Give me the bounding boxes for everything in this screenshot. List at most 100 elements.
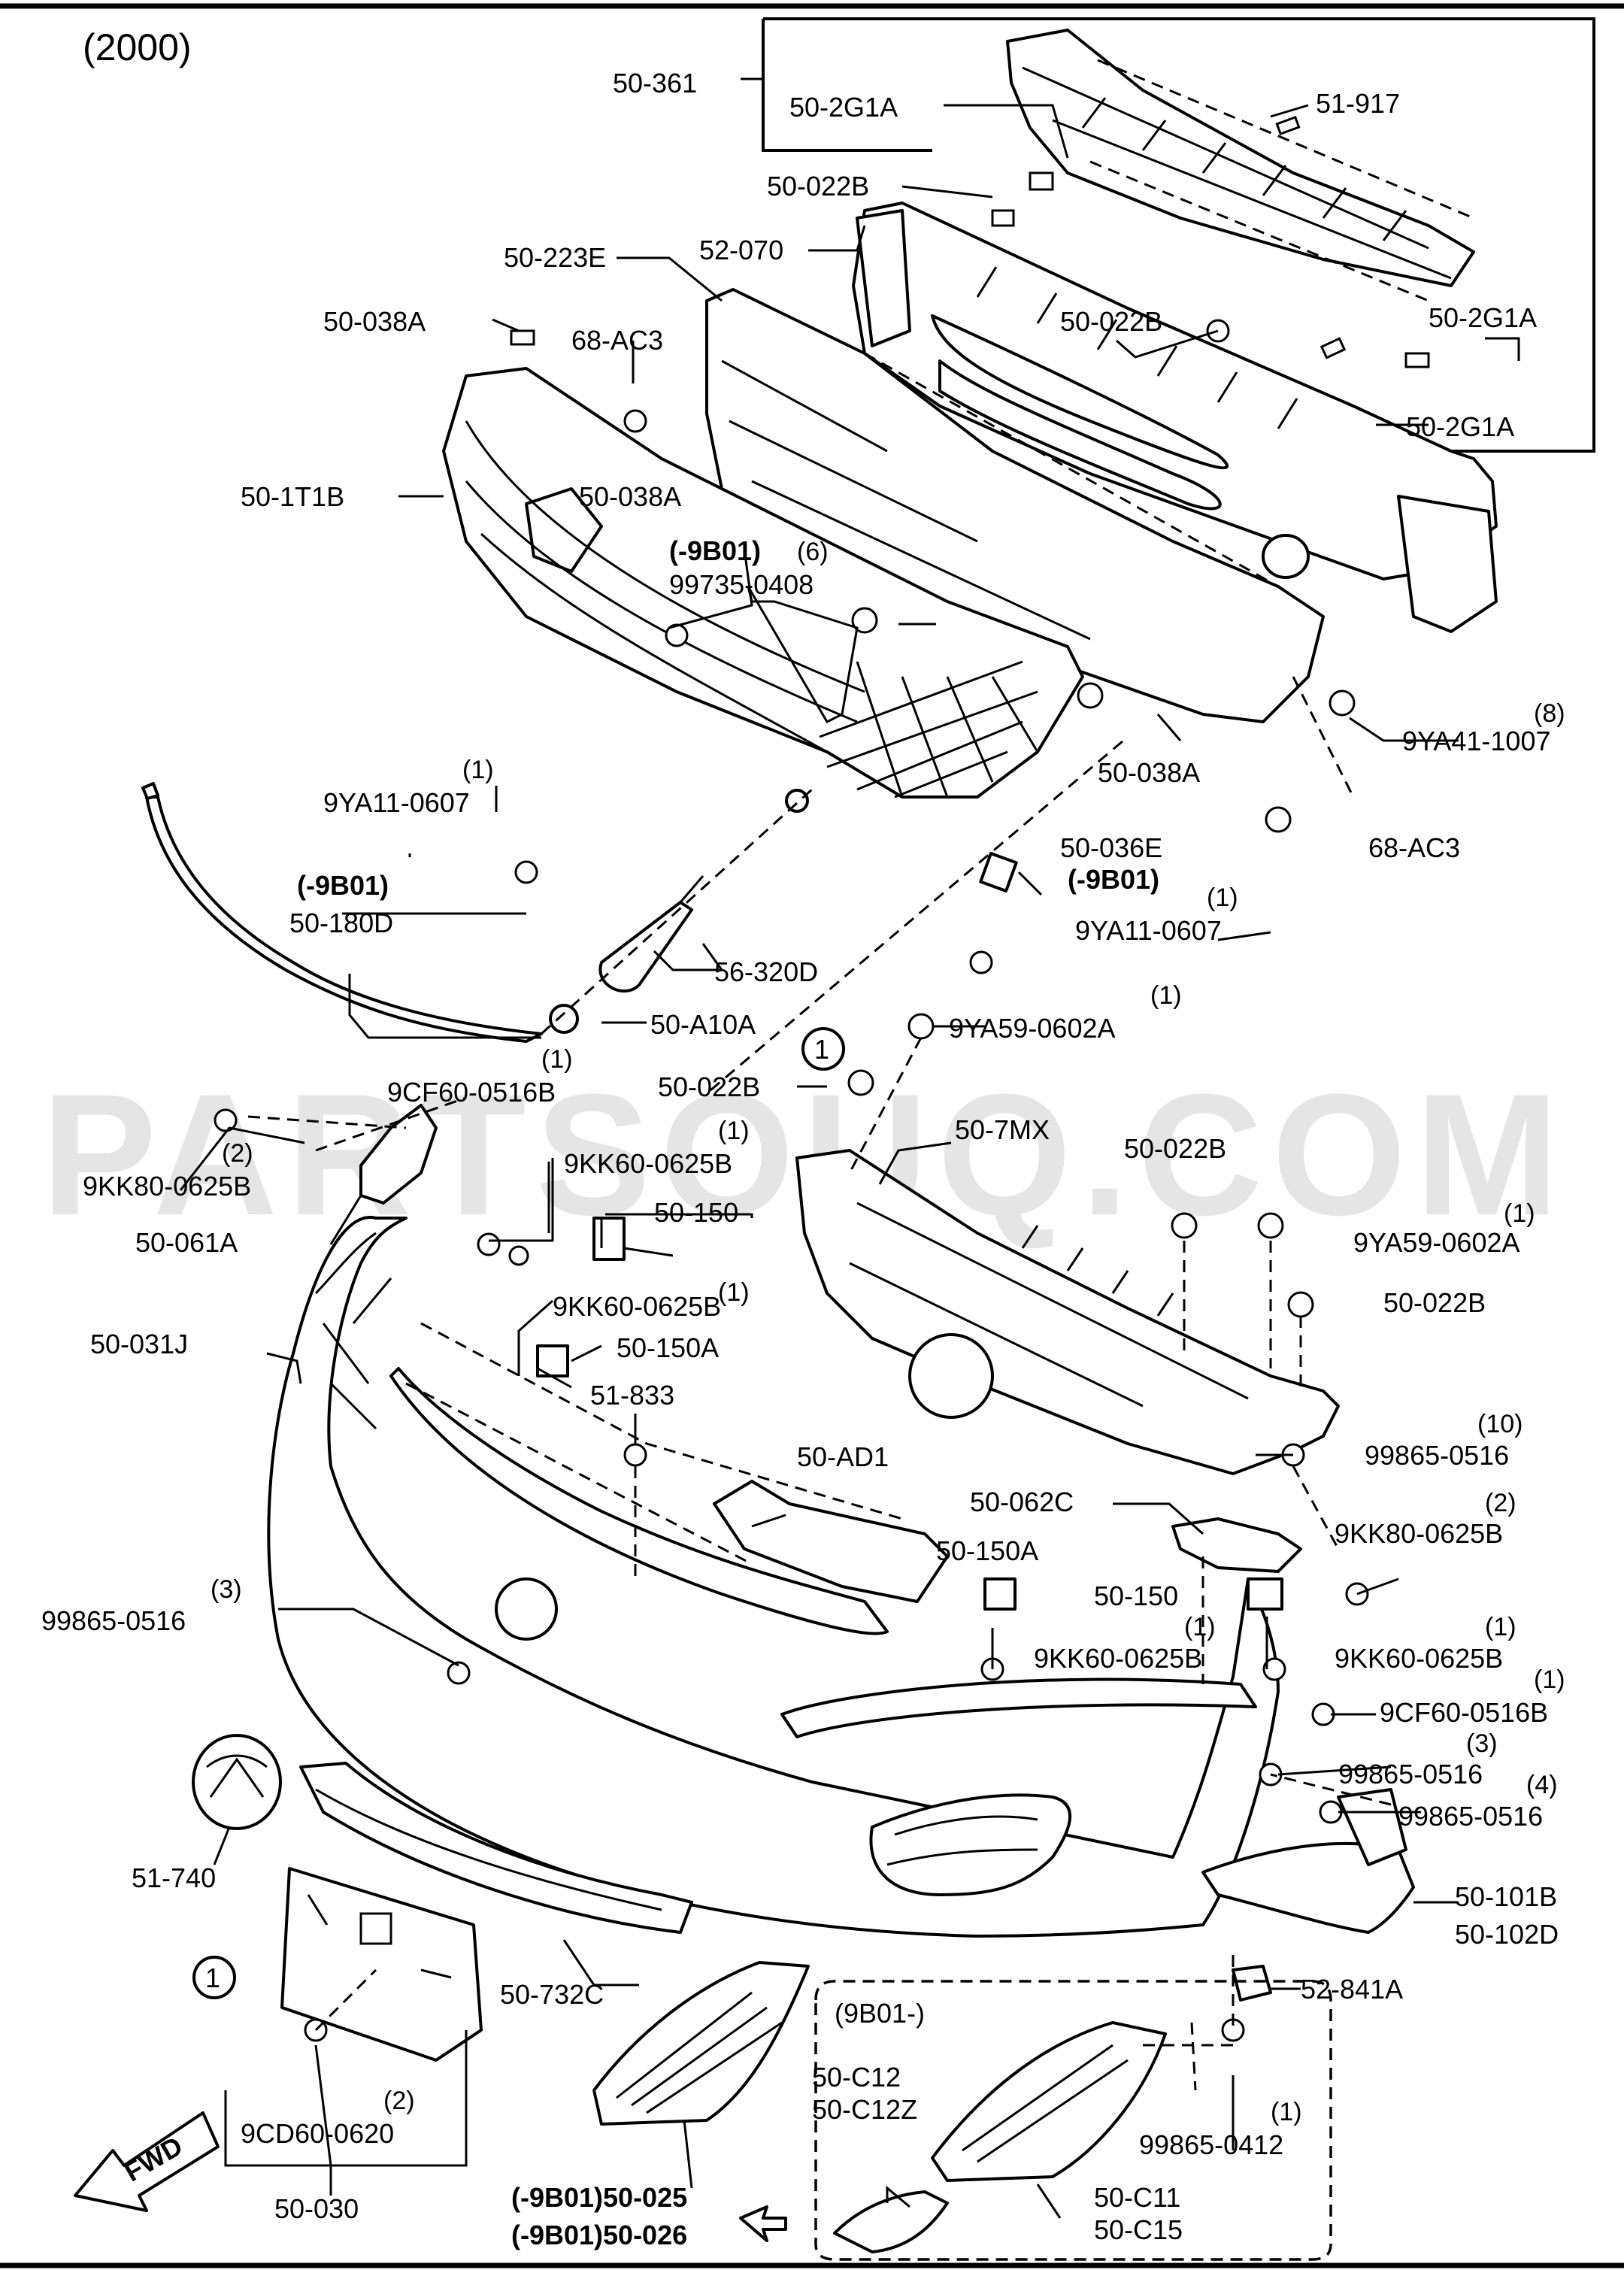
watermark: PARTSOUQ.COM	[41, 1058, 1568, 1251]
label-9CF60-0516B-left: 9CF60-0516B	[387, 1077, 556, 1108]
label-56-320D: 56-320D	[714, 956, 818, 987]
label-50-2G1A-bottom: 50-2G1A	[1406, 411, 1514, 442]
label-50-361: 50-361	[613, 68, 697, 98]
group-frame-50-361	[741, 17, 1595, 453]
label-50-7MX: 50-7MX	[955, 1114, 1050, 1145]
label-9KK80-0625B-right: 9KK80-0625B	[1335, 1518, 1503, 1549]
part-air-duct[interactable]	[713, 1480, 949, 1603]
ref-circle-1-bottom	[192, 1956, 236, 1999]
part-clip-50-150A-right[interactable]	[983, 1577, 1017, 1611]
label-50-038A-mid: 50-038A	[579, 481, 681, 512]
leader-lines	[179, 104, 1520, 2219]
label-9B01-c: (-9B01)	[1068, 864, 1159, 895]
qty-2-a: (2)	[222, 1139, 253, 1168]
qty-1-c: (1)	[1150, 981, 1182, 1010]
part-fog-bezel-new[interactable]	[931, 2021, 1167, 2182]
label-50-102D: 50-102D	[1455, 1919, 1559, 1950]
label-9YA11-0607-right: 9YA11-0607	[1075, 915, 1222, 946]
label-9KK60-0625B-mid: 9KK60-0625B	[553, 1291, 721, 1322]
circle-1-a-text: 1	[814, 1034, 829, 1065]
label-50-223E: 50-223E	[504, 242, 606, 273]
diagram-title: (2000)	[83, 26, 192, 68]
label-50-062C: 50-062C	[970, 1486, 1074, 1517]
label-50-150A-right: 50-150A	[936, 1535, 1038, 1566]
qty-1-b: (1)	[1207, 883, 1238, 912]
label-99865-0516-top: 99865-0516	[1365, 1440, 1509, 1471]
label-9KK60-0625B-left: 9KK60-0625B	[564, 1148, 732, 1179]
label-68-AC3-low: 68-AC3	[1368, 832, 1460, 863]
qty-1-a: (1)	[462, 756, 494, 784]
label-50-AD1: 50-AD1	[797, 1441, 889, 1472]
clip-50-2G1A-lower[interactable]	[1320, 337, 1347, 359]
part-energy-absorber[interactable]	[1006, 29, 1475, 302]
part-side-bracket-right[interactable]	[1171, 1517, 1302, 1573]
part-clip-50-150-left[interactable]	[592, 1217, 626, 1261]
part-grille[interactable]	[442, 367, 1084, 813]
label-9CF60-0516B-right: 9CF60-0516B	[1380, 1697, 1548, 1728]
label-9KK60-0625B-right: 9KK60-0625B	[1335, 1643, 1503, 1674]
part-bracket-50-036E[interactable]	[979, 852, 1018, 892]
part-front-emblem[interactable]	[192, 1734, 282, 1830]
part-front-bumper-fascia[interactable]	[267, 1216, 1280, 1938]
ref-circle-1-top	[801, 1027, 845, 1071]
part-lower-grille[interactable]	[299, 1762, 693, 1934]
label-52-841A: 52-841A	[1301, 1974, 1403, 2005]
label-50-061A: 50-061A	[135, 1227, 238, 1258]
label-9B01-range: (9B01-)	[835, 1998, 925, 2029]
label-50-101B: 50-101B	[1455, 1881, 1557, 1912]
label-9KK60-0625B-lower: 9KK60-0625B	[1034, 1643, 1202, 1674]
part-grille-support[interactable]	[795, 1149, 1340, 1475]
label-9YA11-0607-left: 9YA11-0607	[323, 787, 470, 818]
part-fog-cover[interactable]	[592, 1961, 810, 2126]
label-50-C12: 50-C12	[812, 2062, 901, 2093]
label-51-740: 51-740	[132, 1862, 216, 1893]
clip-50-2G1A-right[interactable]	[1404, 352, 1430, 368]
part-52-841A[interactable]	[1232, 1965, 1272, 2002]
qty-1-j: (1)	[1534, 1665, 1565, 1694]
label-50-A10A: 50-A10A	[650, 1009, 756, 1040]
part-side-reflector[interactable]	[1201, 1788, 1415, 1934]
part-bumper-reinforcement[interactable]	[852, 202, 1498, 633]
replacement-arrow	[739, 2205, 787, 2242]
label-68-AC3-top: 68-AC3	[571, 325, 663, 356]
moulding-end-clip	[141, 782, 159, 800]
label-50-150-left: 50-150	[654, 1197, 738, 1228]
label-99865-0516-right-b: 99865-0516	[1398, 1801, 1543, 1832]
part-tow-cap[interactable]	[549, 1004, 579, 1034]
clip-51-917[interactable]	[1275, 116, 1301, 135]
label-50-022B-right: 50-022B	[1124, 1133, 1226, 1164]
label-9B01-b: (-9B01)	[297, 870, 389, 901]
label-50-026: (-9B01)50-026	[511, 2220, 687, 2250]
label-50-022B-far: 50-022B	[1383, 1287, 1486, 1318]
part-fog-bezel-small[interactable]	[833, 2190, 949, 2253]
qty-1-i: (1)	[1485, 1613, 1516, 1641]
qty-2-c: (2)	[383, 2087, 415, 2115]
label-50-031J: 50-031J	[90, 1329, 188, 1359]
label-50-150-right: 50-150	[1094, 1580, 1178, 1611]
qty-8: (8)	[1534, 699, 1565, 728]
label-9YA59-0602A-right: 9YA59-0602A	[1353, 1227, 1520, 1258]
label-50-030: 50-030	[274, 2193, 359, 2224]
label-51-833: 51-833	[590, 1380, 674, 1411]
label-50-180D: 50-180D	[289, 908, 393, 938]
label-50-2G1A-top: 50-2G1A	[789, 92, 898, 123]
assembly-lines	[247, 352, 1392, 2091]
fwd-arrow	[74, 2111, 220, 2212]
circle-1-b-text: 1	[205, 1962, 220, 1993]
label-50-038A-top: 50-038A	[323, 306, 426, 337]
qty-1-k: (1)	[1271, 2098, 1302, 2126]
label-50-C12Z: 50-C12Z	[812, 2094, 917, 2125]
part-clip-50-150-right[interactable]	[1247, 1577, 1283, 1611]
label-50-C15: 50-C15	[1094, 2214, 1183, 2245]
label-99735-0408: 99735-0408	[669, 569, 814, 600]
label-99865-0412: 99865-0412	[1139, 2129, 1283, 2160]
label-50-025: (-9B01)50-025	[511, 2182, 687, 2213]
part-license-bracket[interactable]	[280, 1867, 483, 2062]
label-99865-0516-right-a: 99865-0516	[1338, 1759, 1483, 1790]
qty-6: (6)	[797, 538, 829, 566]
label-50-732C: 50-732C	[500, 1979, 604, 2010]
clip-50-2G1A-left[interactable]	[1029, 171, 1054, 191]
part-side-bracket-left[interactable]	[359, 1104, 438, 1205]
part-towing-hook[interactable]	[598, 875, 704, 993]
